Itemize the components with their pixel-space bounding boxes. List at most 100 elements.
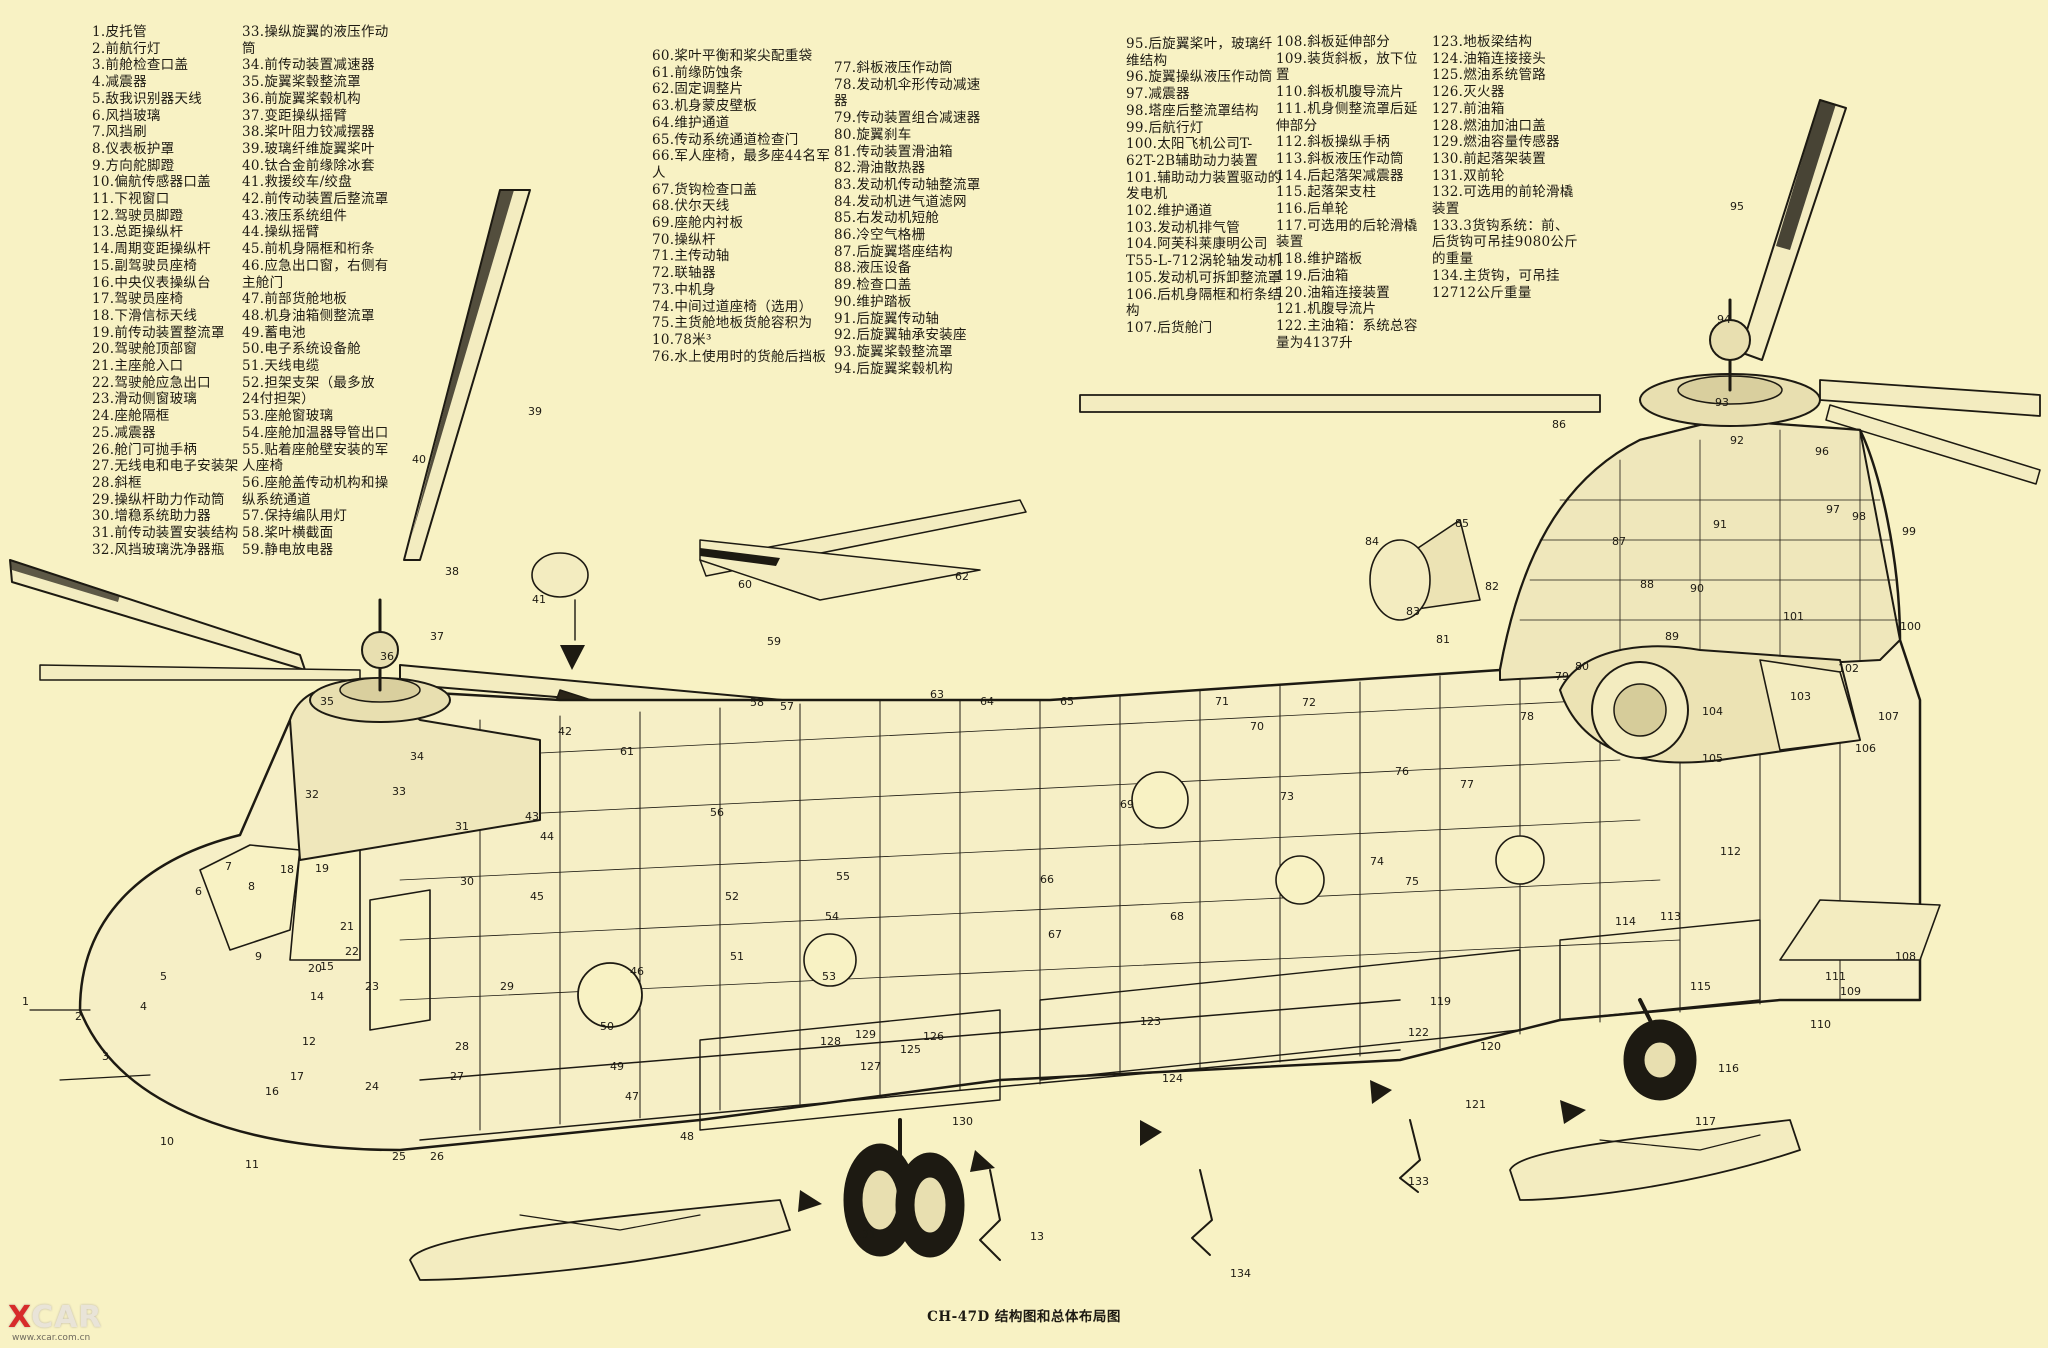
callout-number: 133 — [1408, 1175, 1429, 1188]
callout-number: 84 — [1365, 535, 1379, 548]
legend-item: 106.后机身隔框和桁条结构 — [1126, 286, 1282, 320]
callout-number: 77 — [1460, 778, 1474, 791]
legend-item: 57.保持编队用灯 — [242, 508, 348, 525]
callout-number: 67 — [1048, 928, 1062, 941]
legend-item: 78.发动机伞形传动减速器 — [834, 76, 981, 110]
legend-item: 47.前部货舱地板 — [242, 291, 348, 308]
aft-rotor-blades — [699, 99, 2041, 601]
legend-item: 93.旋翼桨毂整流罩 — [834, 343, 953, 360]
inspection-arrows — [560, 645, 1586, 1212]
callout-number: 103 — [1790, 690, 1811, 703]
legend-item: 19.前传动装置整流罩 — [92, 324, 225, 341]
callout-number: 54 — [825, 910, 839, 923]
legend-item: 29.操纵杆助力作动筒 — [92, 491, 225, 508]
legend-item: 52.担架支架（最多放24付担架） — [242, 374, 375, 408]
legend-item: 92.后旋翼轴承安装座 — [834, 327, 967, 344]
legend-item: 1.皮托管 — [92, 24, 147, 40]
callout-number: 29 — [500, 980, 514, 993]
legend-item: 100.太阳飞机公司T-62T-2B辅助动力装置 — [1126, 136, 1259, 169]
callout-number: 110 — [1810, 1018, 1831, 1031]
legend-item: 41.救援绞车/绞盘 — [242, 174, 353, 191]
callout-number: 53 — [822, 970, 836, 983]
legend-item: 66.军人座椅，最多座44名军人 — [652, 148, 831, 181]
callout-number: 59 — [767, 635, 781, 648]
callout-number: 52 — [725, 890, 739, 903]
legend-item: 127.前油箱 — [1432, 100, 1505, 117]
legend-item: 113.斜板液压作动筒 — [1276, 150, 1404, 167]
legend-item: 119.后油箱 — [1276, 267, 1349, 284]
callout-number: 7 — [225, 860, 232, 873]
legend-item: 81.传动装置滑油箱 — [834, 143, 953, 160]
legend-item: 87.后旋翼塔座结构 — [834, 243, 953, 260]
callout-number: 14 — [310, 990, 324, 1003]
watermark-url: www.xcar.com.cn — [12, 1333, 91, 1343]
callout-number: 85 — [1455, 517, 1469, 530]
legend-item: 112.斜板操纵手柄 — [1276, 134, 1391, 151]
legend-item: 97.减震器 — [1126, 86, 1190, 103]
legend-item: 99.后航行灯 — [1126, 119, 1204, 136]
callout-number: 97 — [1826, 503, 1840, 516]
legend-item: 3.前舱检查口盖 — [92, 57, 189, 74]
legend-item: 17.驾驶员座椅 — [92, 291, 184, 308]
legend-item: 63.机身蒙皮壁板 — [652, 98, 758, 115]
legend-item: 28.斜框 — [92, 474, 142, 491]
legend-item: 53.座舱窗玻璃 — [242, 408, 334, 425]
legend-item: 130.前起落架装置 — [1432, 150, 1547, 167]
legend-item: 118.维护踏板 — [1276, 251, 1363, 268]
callout-number: 92 — [1730, 434, 1744, 447]
legend-item: 11.下视窗口 — [92, 191, 170, 208]
legend-item: 71.主传动轴 — [652, 248, 730, 265]
callout-number: 125 — [900, 1043, 921, 1056]
callout-number: 55 — [836, 870, 850, 883]
legend-item: 9.方向舵脚蹬 — [92, 157, 175, 174]
callout-number: 20 — [308, 962, 322, 975]
aft-pylon — [1499, 298, 1901, 681]
legend-item: 84.发动机进气道滤网 — [834, 193, 967, 210]
callout-number: 19 — [315, 862, 329, 875]
legend-item: 16.中央仪表操纵台 — [92, 274, 211, 291]
callout-number: 65 — [1060, 695, 1074, 708]
legend-item: 80.旋翼刹车 — [834, 126, 912, 143]
legend-item: 67.货钩检查口盖 — [652, 181, 758, 198]
legend-item: 50.电子系统设备舱 — [242, 341, 361, 358]
legend-item: 94.后旋翼桨毂机构 — [834, 360, 953, 377]
callout-number: 9 — [255, 950, 262, 963]
legend-item: 76.水上使用时的货舱后挡板 — [652, 348, 827, 365]
legend-item: 107.后货舱门 — [1126, 319, 1213, 336]
legend-item: 23.滑动侧窗玻璃 — [92, 391, 198, 408]
callout-number: 130 — [952, 1115, 973, 1128]
callout-number: 10 — [160, 1135, 174, 1148]
legend-item: 109.装货斜板，放下位置 — [1276, 50, 1418, 84]
callout-number: 3 — [102, 1050, 109, 1063]
callout-number: 117 — [1695, 1115, 1716, 1128]
legend-item: 96.旋翼操纵液压作动筒 — [1126, 69, 1273, 86]
callout-number: 31 — [455, 820, 469, 833]
legend-item: 125.燃油系统管路 — [1432, 67, 1547, 84]
legend-item: 18.下滑信标天线 — [92, 307, 198, 324]
legend-item: 86.冷空气格栅 — [834, 227, 926, 244]
callout-number: 50 — [600, 1020, 614, 1033]
callout-number: 119 — [1430, 995, 1451, 1008]
callout-number: 45 — [530, 890, 544, 903]
callout-number: 98 — [1852, 510, 1866, 523]
cargo-ramp — [1779, 899, 1941, 961]
legend-item: 64.维护通道 — [652, 114, 730, 131]
legend-item: 134.主货钩，可吊挂12712公斤重量 — [1432, 267, 1560, 301]
legend-item: 40.钛合金前缘除冰套 — [242, 157, 375, 174]
callout-number: 57 — [780, 700, 794, 713]
legend-item: 115.起落架支柱 — [1276, 184, 1377, 201]
callout-number: 23 — [365, 980, 379, 993]
callout-number: 126 — [923, 1030, 944, 1043]
callout-number: 95 — [1730, 200, 1744, 213]
callout-number: 115 — [1690, 980, 1711, 993]
callout-number: 105 — [1702, 752, 1723, 765]
legend-item: 133.3货钩系统：前、后货钩可吊挂9080公斤的重量 — [1432, 217, 1578, 268]
callout-number: 61 — [620, 745, 634, 758]
callout-number: 121 — [1465, 1098, 1486, 1111]
legend-item: 4.减震器 — [92, 74, 147, 91]
callout-number: 26 — [430, 1150, 444, 1163]
callout-number: 5 — [160, 970, 167, 983]
legend-item: 15.副驾驶员座椅 — [92, 257, 198, 274]
